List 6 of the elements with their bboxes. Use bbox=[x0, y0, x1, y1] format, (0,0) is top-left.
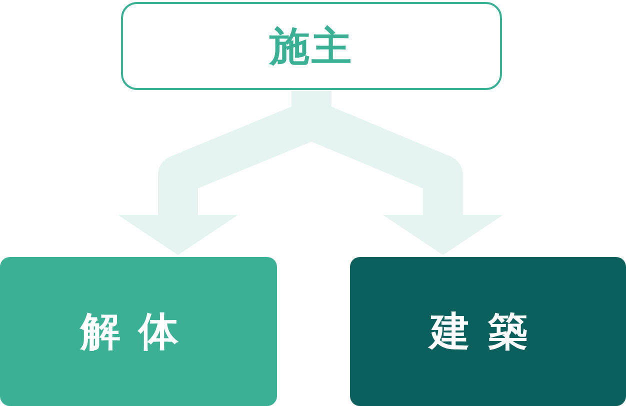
top-box bbox=[121, 2, 502, 90]
box-label: 解体 bbox=[80, 308, 196, 357]
category-box bbox=[0, 257, 277, 406]
box-label: 建築 bbox=[430, 308, 546, 357]
box-label: 施主 bbox=[270, 22, 354, 72]
category-box bbox=[350, 257, 626, 406]
